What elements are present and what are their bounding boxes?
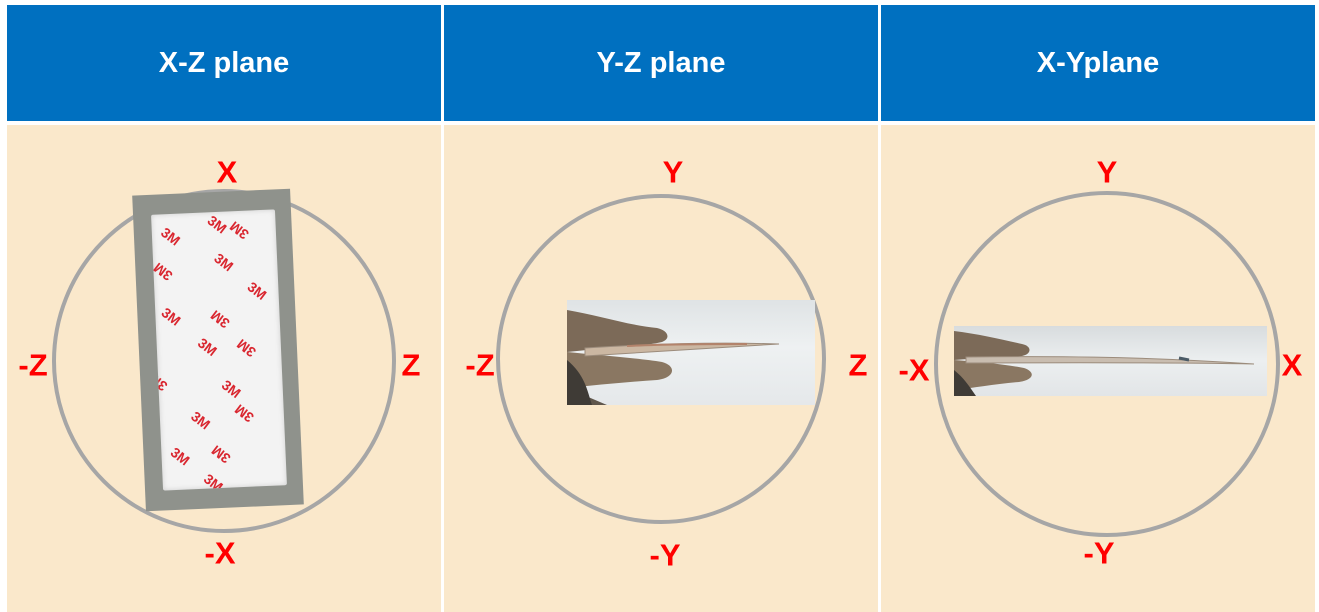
panel-title: X-Z plane xyxy=(7,5,441,121)
tape-edge-photo xyxy=(954,326,1267,396)
hand-with-tape-graphic xyxy=(954,331,1255,396)
panel-title: Y-Z plane xyxy=(444,5,878,121)
orientation-circle xyxy=(496,194,826,524)
svg-text:3M: 3M xyxy=(234,336,259,361)
panel-title: X-Yplane xyxy=(881,5,1315,121)
axis-label-left: -X xyxy=(898,352,930,388)
hand-with-tape-graphic xyxy=(567,310,780,405)
svg-text:3M: 3M xyxy=(245,278,270,303)
axis-label-bottom: -X xyxy=(204,535,236,571)
svg-text:3M: 3M xyxy=(211,250,236,275)
axis-label-left: -Z xyxy=(18,347,48,383)
panel-body: Y -Y -Z Z xyxy=(444,125,878,612)
orientation-circle xyxy=(934,191,1280,537)
svg-text:3M: 3M xyxy=(227,218,252,243)
svg-text:3M: 3M xyxy=(207,307,232,332)
axis-label-top: X xyxy=(216,154,238,190)
axis-label-bottom: -Y xyxy=(649,537,681,573)
tape-edge-photo xyxy=(567,300,815,405)
svg-text:3M: 3M xyxy=(232,401,257,426)
svg-text:3M: 3M xyxy=(159,304,184,329)
panel-xz: X-Z plane 3M 3M 3M 3M 3M 3M 3M 3M 3M xyxy=(7,0,441,612)
panel-body: 3M 3M 3M 3M 3M 3M 3M 3M 3M 3M 3M 3M 3M 3… xyxy=(7,125,441,612)
svg-text:3M: 3M xyxy=(219,377,244,402)
svg-text:3M: 3M xyxy=(201,470,226,490)
svg-text:3M: 3M xyxy=(168,444,193,469)
axis-label-right: Z xyxy=(401,347,421,383)
axis-label-right: X xyxy=(1281,347,1303,383)
panel-yz: Y-Z plane Y -Y -Z Z xyxy=(444,0,878,612)
axis-label-top: Y xyxy=(1096,154,1118,190)
axis-label-left: -Z xyxy=(465,347,495,383)
tape-sheet-photo: 3M 3M 3M 3M 3M 3M 3M 3M 3M 3M 3M 3M 3M 3… xyxy=(132,188,304,512)
svg-text:3M: 3M xyxy=(151,260,175,285)
axis-label-bottom: -Y xyxy=(1083,535,1115,571)
axis-label-top: Y xyxy=(662,154,684,190)
3m-logo-pattern: 3M 3M 3M 3M 3M 3M 3M 3M 3M 3M 3M 3M 3M 3… xyxy=(151,212,270,490)
panel-body: Y -Y -X X xyxy=(881,125,1315,612)
panel-xy: X-Yplane Y -Y -X X xyxy=(881,0,1315,612)
svg-text:3M: 3M xyxy=(188,408,213,433)
svg-text:3M: 3M xyxy=(195,335,220,360)
axis-label-right: Z xyxy=(848,347,868,383)
tape-liner: 3M 3M 3M 3M 3M 3M 3M 3M 3M 3M 3M 3M 3M 3… xyxy=(151,209,287,491)
svg-text:3M: 3M xyxy=(158,224,183,249)
svg-text:3M: 3M xyxy=(205,212,230,237)
svg-text:3M: 3M xyxy=(208,442,233,467)
svg-text:3M: 3M xyxy=(151,370,170,395)
